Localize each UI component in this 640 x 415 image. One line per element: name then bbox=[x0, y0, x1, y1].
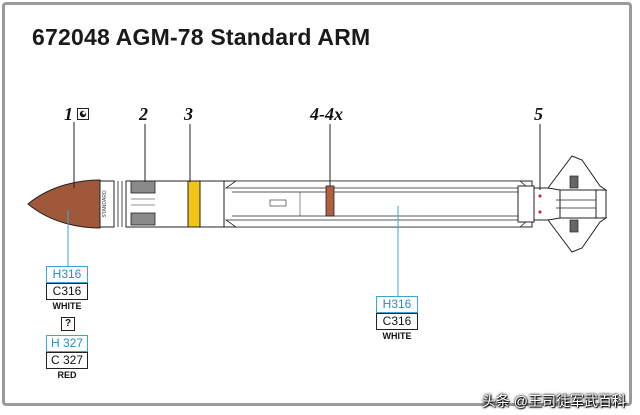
warhead-band bbox=[187, 180, 201, 228]
callout-1: 1 bbox=[64, 104, 73, 124]
nose-paint-alt-code: C316 bbox=[46, 283, 88, 300]
nose-cone bbox=[27, 179, 101, 229]
body-paint-name: WHITE bbox=[382, 331, 412, 341]
source-watermark: 头条 @王司徒军武百科 bbox=[481, 393, 626, 409]
decal-icon bbox=[77, 108, 89, 120]
callout-2: 2 bbox=[139, 104, 148, 124]
body-paint-alt-code: C316 bbox=[376, 313, 418, 330]
guidance-panel-bottom bbox=[130, 212, 156, 226]
page-title: 672048 AGM-78 Standard ARM bbox=[32, 24, 371, 50]
guidance-panel-top bbox=[130, 180, 156, 194]
callout-4-4x: 4-4x bbox=[310, 104, 343, 124]
nose-paint-name: WHITE bbox=[52, 301, 82, 311]
unknown-color-mark: ? bbox=[61, 317, 75, 331]
secondary-paint-alt-code: C 327 bbox=[46, 352, 88, 369]
aft-section bbox=[517, 185, 535, 223]
callout-3: 3 bbox=[184, 104, 193, 124]
secondary-paint-code: H 327 bbox=[46, 335, 88, 352]
callout-5: 5 bbox=[534, 104, 543, 124]
nose-paint-code: H316 bbox=[46, 266, 88, 283]
svg-text:STANDARD: STANDARD bbox=[102, 190, 108, 218]
body-paint-code: H316 bbox=[376, 296, 418, 313]
secondary-paint-name: RED bbox=[57, 370, 77, 380]
warhead-section bbox=[199, 180, 225, 228]
tail-fin-top bbox=[547, 155, 608, 191]
motor-strip bbox=[325, 185, 335, 217]
tail-fin-bottom bbox=[547, 217, 608, 253]
